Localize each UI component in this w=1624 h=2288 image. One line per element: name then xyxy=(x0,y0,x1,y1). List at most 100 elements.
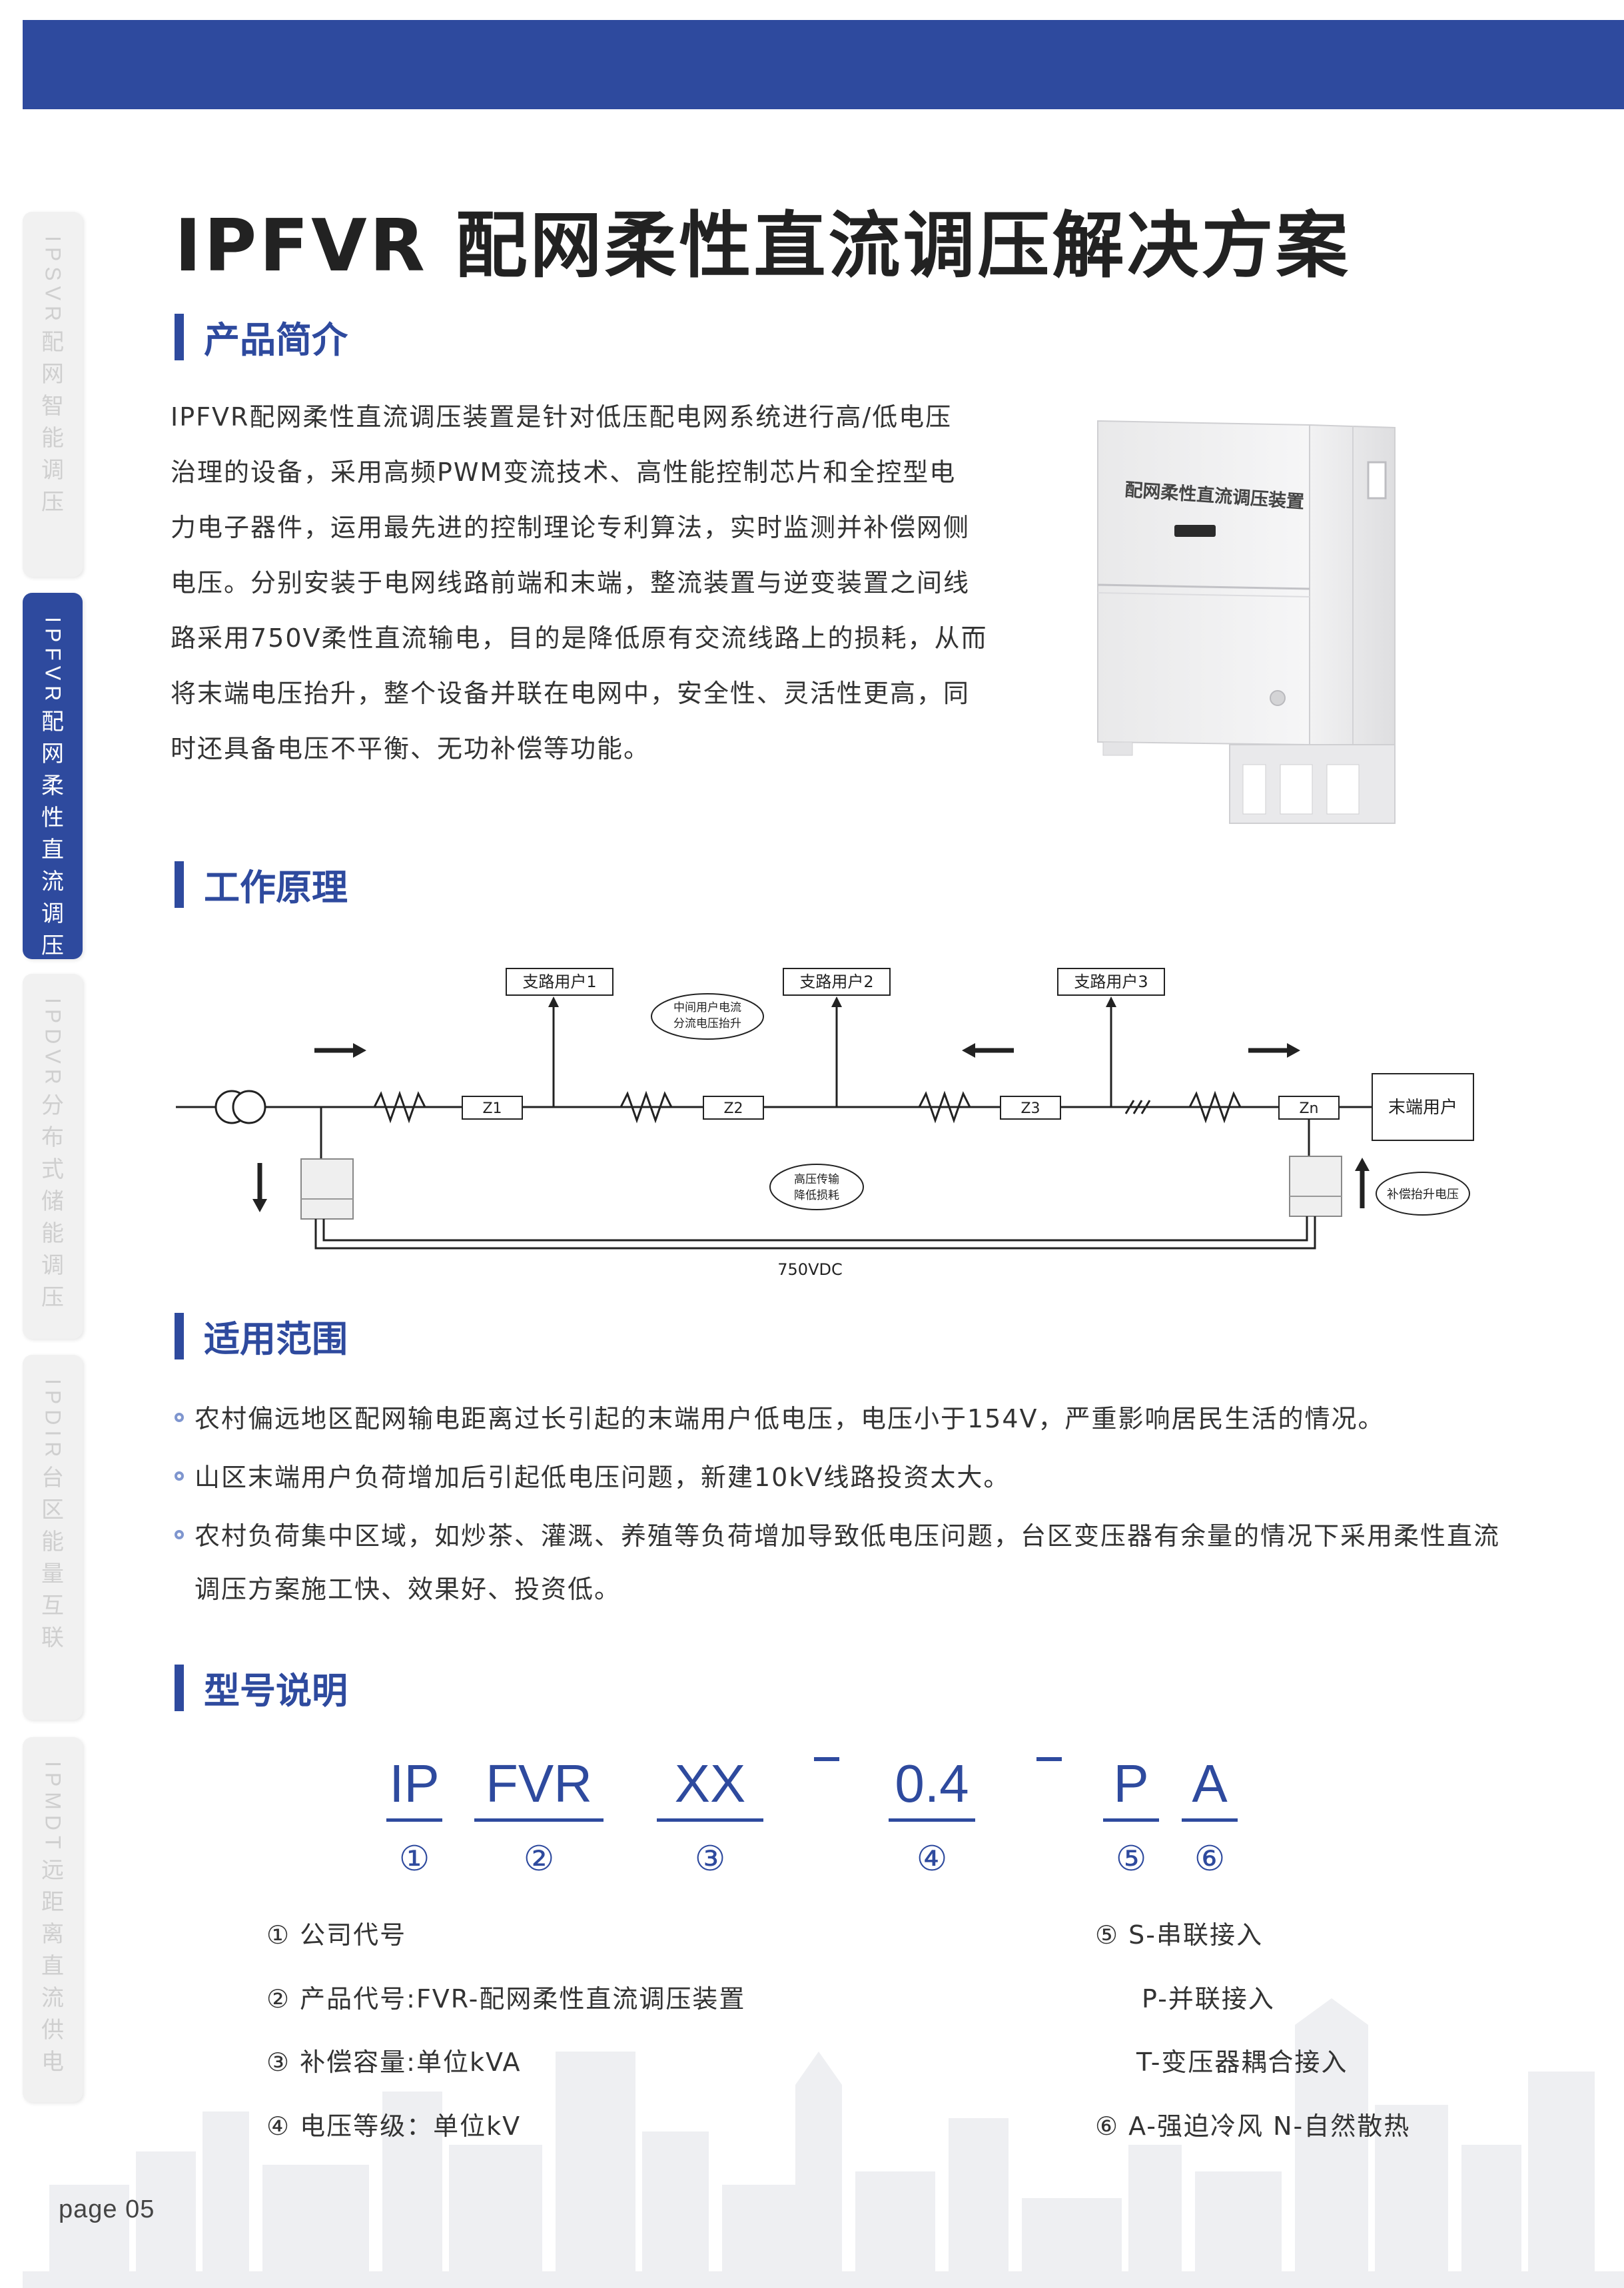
list-item: 山区末端用户负荷增加后引起低电压问题，新建10kV线路投资太大。 xyxy=(175,1451,1500,1504)
intro-line: 时还具备电压不平衡、无功补偿等功能。 xyxy=(171,734,651,763)
legend-right-line: P-并联接入 xyxy=(1142,1984,1275,2014)
city-skyline-background xyxy=(23,1998,1624,2288)
model-part-cooling: A ⑥ xyxy=(1182,1752,1238,1879)
scope-item-text: 农村偏远地区配网输电距离过长引起的末端用户低电压，电压小于154V，严重影响居民… xyxy=(195,1404,1385,1433)
intro-line: 路采用750V柔性直流输电，目的是降低原有交流线路上的损耗，从而 xyxy=(171,623,988,653)
side-tab-char: 距 xyxy=(41,1888,64,1916)
model-code: P xyxy=(1113,1754,1149,1813)
side-tab-ipdir[interactable]: IPDIR 台区能量互联 xyxy=(23,1355,83,1720)
side-tab-latin: IPMDT xyxy=(41,1761,65,1854)
section-title: 工作原理 xyxy=(204,867,348,909)
inverter-device-icon xyxy=(1289,1156,1342,1217)
model-underline xyxy=(889,1818,975,1822)
model-code: FVR xyxy=(486,1754,592,1813)
working-principle-diagram: Z1 Z2 Z3 Zn 末端用户 支路用户1 支路用户2 支路用户3 中间用户电… xyxy=(176,968,1474,1279)
side-tab-latin: IPSVR xyxy=(41,236,65,327)
side-tab-char: 柔 xyxy=(41,773,64,800)
arrow-up-icon xyxy=(1355,1158,1370,1208)
model-dash xyxy=(814,1757,839,1761)
side-tab-char: 供 xyxy=(41,2016,64,2044)
branch-user-label: 支路用户1 xyxy=(522,972,596,991)
side-tab-char: 量 xyxy=(41,1561,64,1588)
section-title: 产品简介 xyxy=(204,319,348,361)
list-item: 农村偏远地区配网输电距离过长引起的末端用户低电压，电压小于154V，严重影响居民… xyxy=(175,1392,1500,1445)
page-number: page 05 xyxy=(59,2195,155,2223)
scope-list: 农村偏远地区配网输电距离过长引起的末端用户低电压，电压小于154V，严重影响居民… xyxy=(175,1392,1500,1616)
resistor-icon xyxy=(373,1090,426,1124)
side-tab-latin: IPDIR xyxy=(41,1379,65,1463)
intro-line: 将末端电压抬升，整个设备并联在电网中，安全性、灵活性更高，同 xyxy=(171,679,971,708)
side-tab-char: 互 xyxy=(41,1593,64,1620)
side-tab-char: 压 xyxy=(41,933,64,960)
side-tab-char: 调 xyxy=(41,901,64,928)
side-tab-char: 电 xyxy=(41,2048,64,2076)
side-tab-char: 网 xyxy=(41,361,64,388)
model-dash xyxy=(1036,1757,1062,1761)
side-tab-cjk: 分布式储能调压 xyxy=(39,1090,66,1314)
section-bar xyxy=(175,313,184,360)
side-tab-ipsvr[interactable]: IPSVR 配网智能调压 xyxy=(23,212,83,577)
intro-line: 电压。分别安装于电网线路前端和末端，整流装置与逆变装置之间线 xyxy=(171,568,971,597)
section-bar xyxy=(175,1664,184,1711)
model-part-fvr: FVR ② xyxy=(474,1752,604,1879)
side-tab-char: 联 xyxy=(41,1625,64,1652)
note-hv-line: 降低损耗 xyxy=(794,1189,839,1202)
arrow-left-icon xyxy=(962,1043,1014,1058)
model-number: ⑤ xyxy=(1115,1839,1147,1879)
arrow-down-icon xyxy=(252,1163,267,1212)
rectifier-device-icon xyxy=(300,1158,354,1220)
intro-paragraph: IPFVR配网柔性直流调压装置是针对低压配电网系统进行高/低电压 治理的设备，采… xyxy=(171,390,1016,777)
side-tab-cjk: 配网柔性直流调压 xyxy=(39,706,66,962)
note-comp: 补偿抬升电压 xyxy=(1387,1188,1459,1202)
legend-right-line: ⑥ A-强迫冷风 N-自然散热 xyxy=(1095,2111,1411,2141)
side-tab-char: 能 xyxy=(41,1529,64,1556)
side-tab-ipdvr[interactable]: IPDVR 分布式储能调压 xyxy=(23,974,83,1339)
impedance-label: Z3 xyxy=(1020,1100,1040,1117)
side-tab-cjk: 远距离直流供电 xyxy=(39,1854,66,2078)
section-head-intro: 产品简介 xyxy=(175,310,348,363)
scope-item-text: 山区末端用户负荷增加后引起低电压问题，新建10kV线路投资太大。 xyxy=(195,1463,1011,1492)
note-mid-line: 中间用户电流 xyxy=(673,1001,741,1014)
side-tab-char: 调 xyxy=(41,1252,64,1279)
top-banner xyxy=(23,20,1624,109)
model-number: ② xyxy=(523,1839,555,1879)
page-title: IPFVR 配网柔性直流调压解决方案 xyxy=(175,204,1351,288)
model-number: ③ xyxy=(694,1839,726,1879)
section-bar xyxy=(175,1312,184,1359)
model-underline xyxy=(386,1818,442,1822)
arrow-right-icon xyxy=(1248,1043,1300,1058)
side-tab-char: 远 xyxy=(41,1856,64,1884)
side-tab-ipfvr[interactable]: IPFVR 配网柔性直流调压 xyxy=(23,593,83,959)
side-tab-char: 流 xyxy=(41,1984,64,2012)
resistor-icon xyxy=(918,1090,971,1124)
side-tab-char: 直 xyxy=(41,837,64,864)
branch-user-label: 支路用户2 xyxy=(799,972,873,991)
side-tab-char: 区 xyxy=(41,1497,64,1524)
side-tab-char: 压 xyxy=(41,1284,64,1311)
side-tab-char: 布 xyxy=(41,1124,64,1151)
section-head-principle: 工作原理 xyxy=(175,858,348,911)
model-underline xyxy=(1182,1818,1238,1822)
side-tab-cjk: 配网智能调压 xyxy=(39,326,66,518)
side-tab-char: 配 xyxy=(41,329,64,356)
intro-line: 力电子器件，运用最先进的控制理论专利算法，实时监测并补偿网侧 xyxy=(171,513,971,542)
side-tab-ipmdt[interactable]: IPMDT 远距离直流供电 xyxy=(23,1737,83,2102)
side-tab-latin: IPFVR xyxy=(41,617,65,707)
side-tab-latin: IPDVR xyxy=(41,998,65,1090)
model-part-capacity: XX ③ xyxy=(657,1752,763,1879)
model-number: ⑥ xyxy=(1194,1839,1226,1879)
model-underline xyxy=(474,1818,604,1822)
side-tab-char: 式 xyxy=(41,1156,64,1183)
side-tab-char: 网 xyxy=(41,741,64,768)
side-tab-char: 储 xyxy=(41,1188,64,1215)
list-item: 农村负荷集中区域，如炒茶、灌溉、养殖等负荷增加导致低电压问题，台区变压器有余量的… xyxy=(175,1509,1500,1616)
side-tab-char: 离 xyxy=(41,1920,64,1948)
side-tab-char: 能 xyxy=(41,425,64,452)
model-part-voltage: 0.4 ④ xyxy=(889,1752,975,1879)
note-hv-line: 高压传输 xyxy=(794,1173,839,1186)
model-code: 0.4 xyxy=(895,1754,969,1813)
model-code: IP xyxy=(389,1754,440,1813)
model-underline xyxy=(1103,1818,1159,1822)
bullet-icon xyxy=(175,1530,184,1539)
bullet-icon xyxy=(175,1413,184,1422)
